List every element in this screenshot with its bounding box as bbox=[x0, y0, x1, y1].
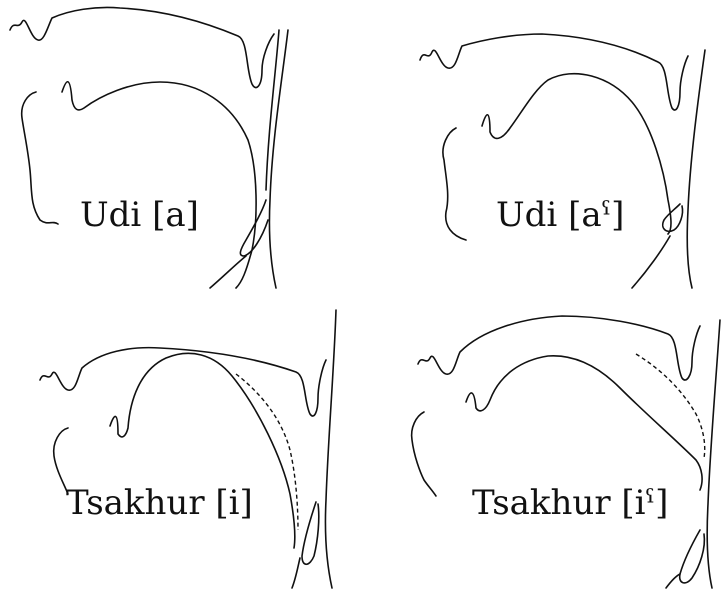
vocal-tract-drawing-tsakhur-i bbox=[0, 290, 361, 589]
panel-label: Tsakhur [iˁ] bbox=[472, 486, 668, 520]
vocal-tract-drawing-udi-a-pharyngealized bbox=[362, 0, 723, 290]
panel-label: Udi [a] bbox=[80, 198, 199, 232]
panel-udi-a: Udi [a] bbox=[0, 0, 361, 290]
panel-label: Udi [aˁ] bbox=[496, 198, 624, 232]
panel-tsakhur-i: Tsakhur [i] bbox=[0, 290, 361, 589]
panel-tsakhur-i-pharyngealized: Tsakhur [iˁ] bbox=[362, 290, 723, 589]
vocal-tract-drawing-udi-a bbox=[0, 0, 361, 290]
vocal-tract-drawing-tsakhur-i-pharyngealized bbox=[362, 290, 723, 589]
panel-udi-a-pharyngealized: Udi [aˁ] bbox=[362, 0, 723, 290]
panel-label: Tsakhur [i] bbox=[66, 486, 253, 520]
